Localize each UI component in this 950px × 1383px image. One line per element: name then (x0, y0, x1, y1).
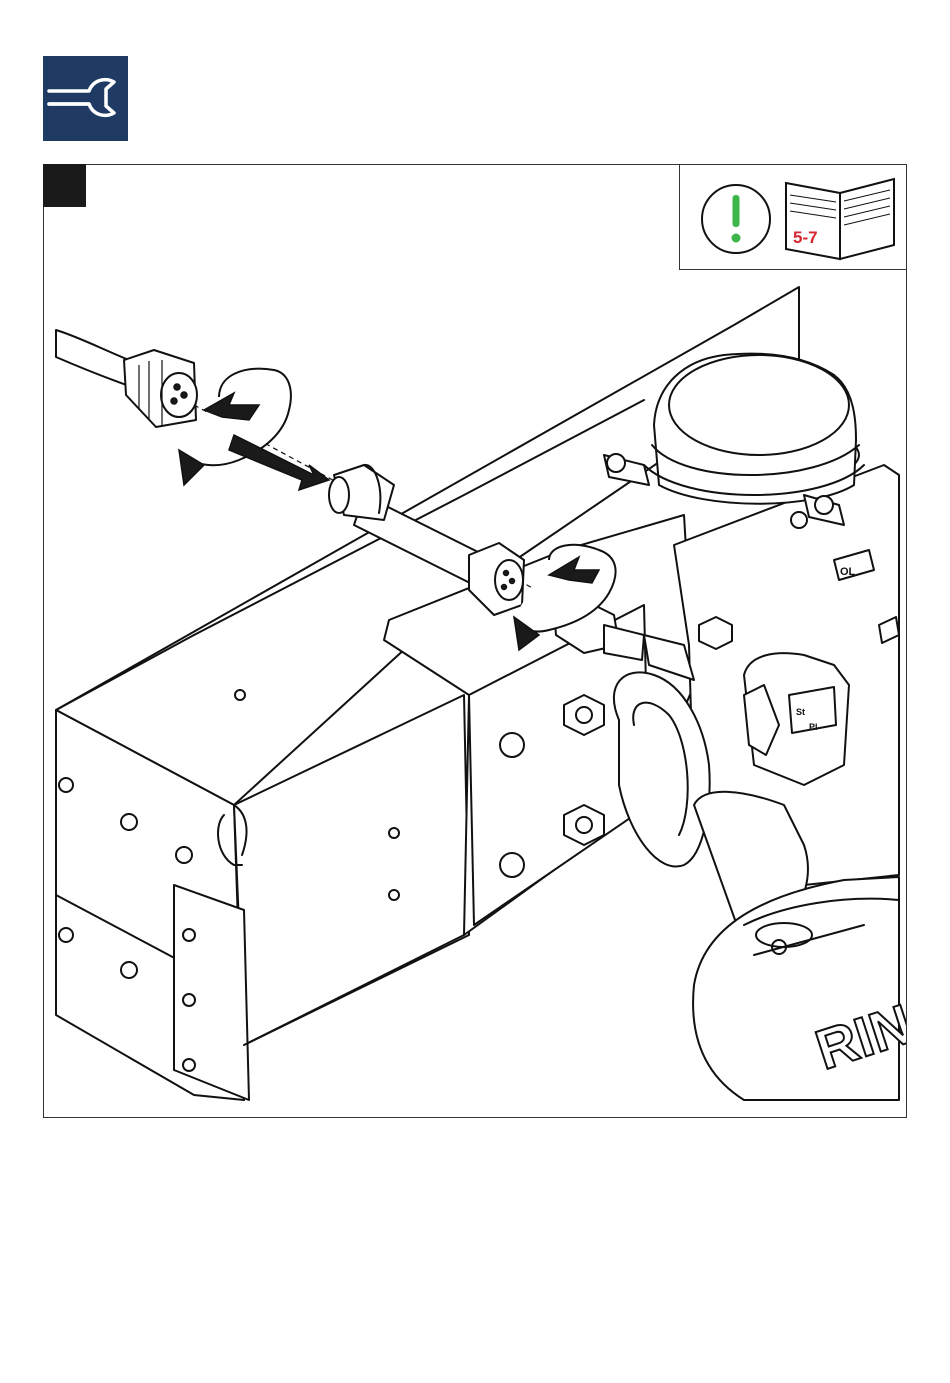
wrench-icon (43, 56, 128, 141)
coupling-drawing: OL St Pl RING (44, 165, 906, 1117)
reference-box: 5-7 (679, 164, 907, 270)
open-book-icon: 5-7 (786, 179, 894, 259)
lever-label: OL (840, 566, 856, 578)
page-ref: 5-7 (793, 228, 818, 247)
exclamation-icon (702, 185, 770, 253)
step-marker (43, 164, 86, 207)
plate-text-2: Pl (809, 722, 818, 732)
plate-text-1: St (796, 707, 805, 717)
